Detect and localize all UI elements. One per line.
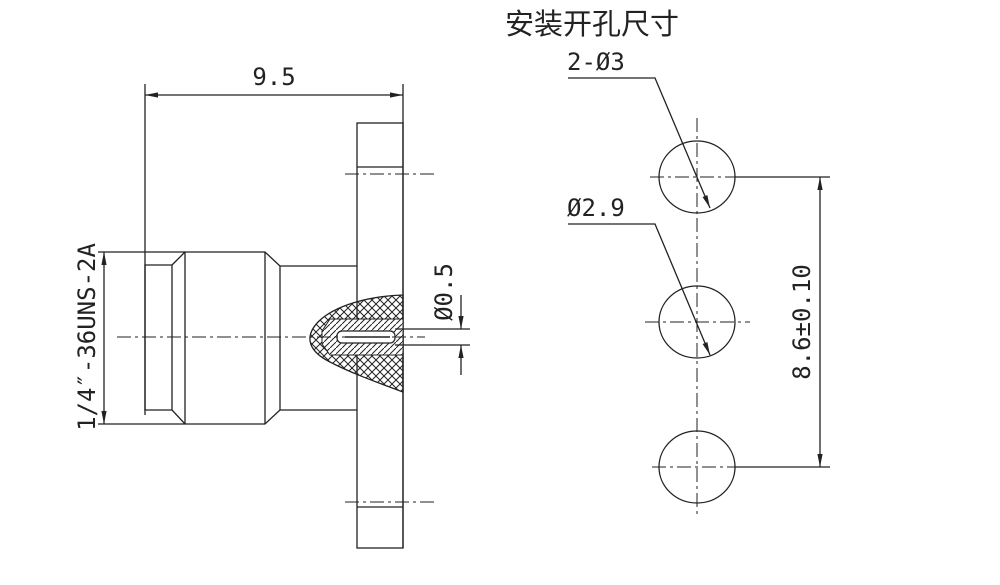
thread-spec-label: 1/4″-36UNS-2A bbox=[73, 243, 101, 431]
center-hole-label: Ø2.9 bbox=[567, 194, 625, 222]
center-hole-leader bbox=[568, 223, 711, 356]
mounting-hole-layout: 安装开孔尺寸 2-Ø3 Ø2.9 8.6±0.10 bbox=[505, 7, 830, 515]
hole-count-label: 2-Ø3 bbox=[567, 48, 625, 76]
connector-body bbox=[280, 265, 357, 411]
pin-diameter-label: Ø0.5 bbox=[430, 263, 458, 321]
connector-side-view: 9.5 Ø0.5 1/4″-36UNS-2A bbox=[73, 63, 470, 549]
spacing-label: 8.6±0.10 bbox=[788, 264, 816, 380]
drawing-title: 安装开孔尺寸 bbox=[505, 7, 679, 41]
length-dimension-label: 9.5 bbox=[252, 63, 295, 91]
hole-leader bbox=[568, 77, 711, 209]
coupling-nut bbox=[171, 251, 281, 425]
